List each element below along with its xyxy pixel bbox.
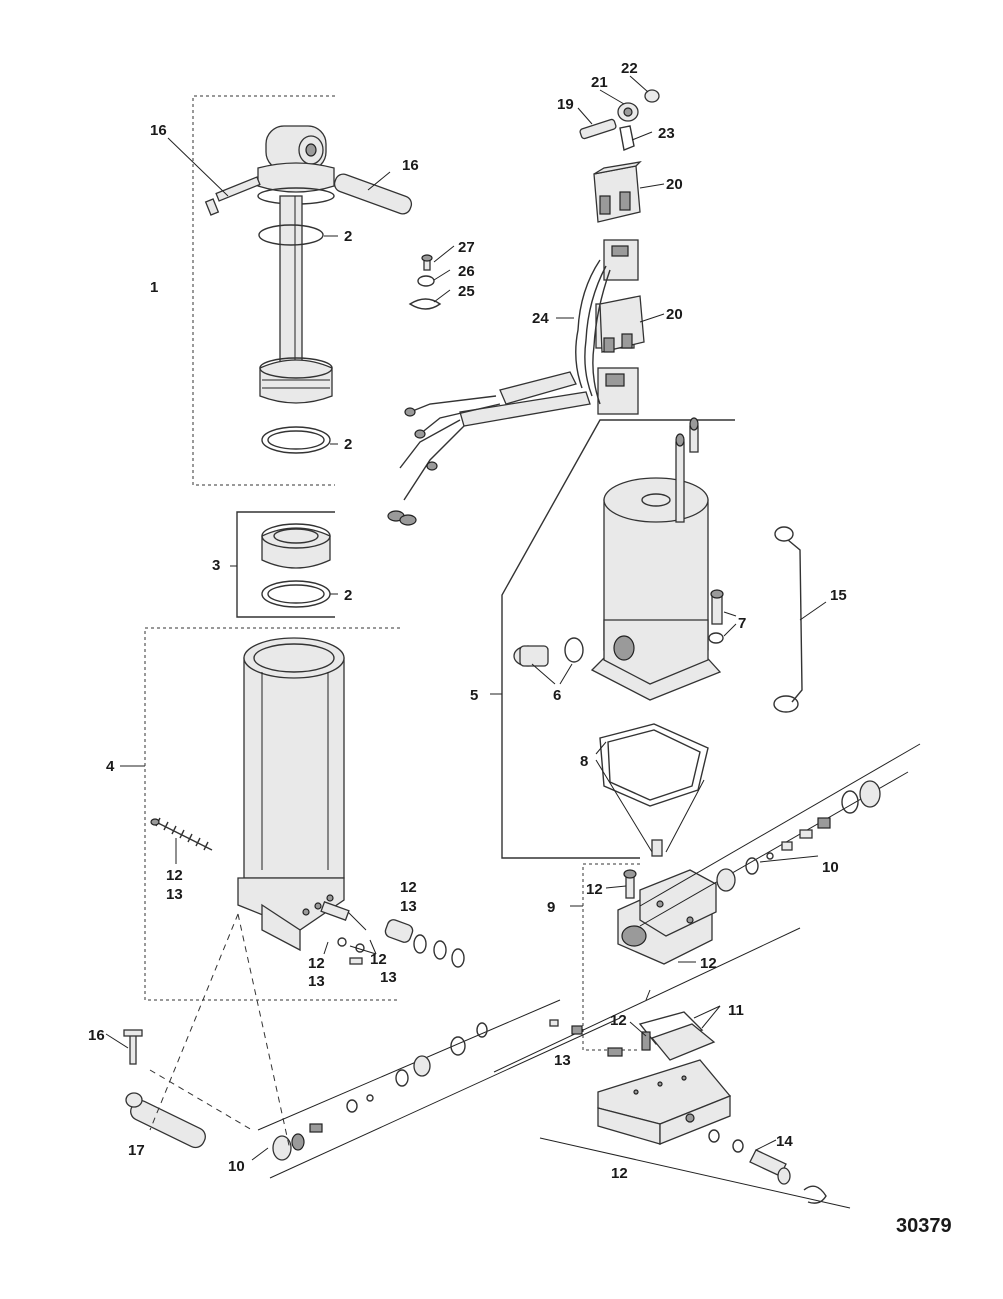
spool-valve-14 xyxy=(708,1129,827,1204)
callout-17: 17 xyxy=(128,1142,145,1159)
pin-16-top xyxy=(333,173,413,215)
callout-7: 7 xyxy=(738,615,746,632)
wire-harness-24 xyxy=(387,239,639,526)
spring-12-13-left xyxy=(150,817,213,851)
valve-parts-10-lower xyxy=(257,999,621,1179)
callout-10: 10 xyxy=(228,1158,245,1175)
callout-25: 25 xyxy=(458,283,475,300)
callout-6: 6 xyxy=(553,687,561,704)
group-4-bracket xyxy=(144,627,400,1001)
screw-washer-7 xyxy=(708,589,724,644)
cylinder-body-4 xyxy=(237,637,345,952)
ground-strap-15 xyxy=(773,526,803,713)
callout-labels: 16 16 2 1 2 3 2 4 12 13 12 13 12 13 12 1… xyxy=(88,60,952,1237)
callout-21: 21 xyxy=(591,74,608,91)
callout-13: 13 xyxy=(400,898,417,915)
alignment-lines xyxy=(149,913,291,1151)
callout-16: 16 xyxy=(150,122,167,139)
callout-24: 24 xyxy=(532,310,549,327)
callout-8: 8 xyxy=(580,753,588,770)
group-1-bracket xyxy=(192,95,335,486)
callout-23: 23 xyxy=(658,125,675,142)
callout-27: 27 xyxy=(458,239,475,256)
callout-16: 16 xyxy=(88,1027,105,1044)
callout-19: 19 xyxy=(557,96,574,113)
relay-20-top xyxy=(593,161,642,223)
screw-16-lower xyxy=(123,1029,143,1065)
callout-12: 12 xyxy=(611,1165,628,1182)
callout-5: 5 xyxy=(470,687,478,704)
callout-16: 16 xyxy=(402,157,419,174)
callout-1: 1 xyxy=(150,279,158,296)
callout-3: 3 xyxy=(212,557,220,574)
pump-motor-5 xyxy=(590,417,722,701)
valve-parts-10-upper xyxy=(639,743,921,927)
filter-plate-11 xyxy=(638,1011,716,1061)
callout-12: 12 xyxy=(586,881,603,898)
callout-12: 12 xyxy=(166,867,183,884)
o-ring-lower xyxy=(261,426,331,454)
o-ring-upper xyxy=(258,224,324,246)
relay-20-lower xyxy=(599,295,645,353)
group-3-bracket xyxy=(236,511,335,618)
callout-2: 2 xyxy=(344,228,352,245)
callout-15: 15 xyxy=(830,587,847,604)
trim-rod-assembly xyxy=(257,125,335,404)
callout-11: 11 xyxy=(728,1002,744,1019)
piston-3 xyxy=(261,523,331,608)
pivot-pin-17 xyxy=(125,1092,206,1149)
callout-12: 12 xyxy=(700,955,717,972)
group-5-bracket xyxy=(490,419,735,859)
callout-13: 13 xyxy=(308,973,325,990)
callout-12: 12 xyxy=(400,879,417,896)
callout-20: 20 xyxy=(666,306,683,323)
callout-4: 4 xyxy=(106,758,115,775)
callout-12: 12 xyxy=(370,951,387,968)
callout-10: 10 xyxy=(822,859,839,876)
callout-2: 2 xyxy=(344,436,352,453)
callout-14: 14 xyxy=(776,1133,793,1150)
screw-nut-19-21-22-23 xyxy=(579,89,660,151)
callout-13: 13 xyxy=(554,1052,571,1069)
callout-12: 12 xyxy=(308,955,325,972)
screw-washer-clamp-25-27 xyxy=(408,254,442,310)
callout-13: 13 xyxy=(380,969,397,986)
figure-number: 30379 xyxy=(896,1215,952,1237)
callout-12: 12 xyxy=(610,1012,627,1029)
pump-body-9 xyxy=(617,869,717,965)
manifold-block-12 xyxy=(493,927,851,1209)
valve-parts-4-right xyxy=(320,901,465,968)
callout-9: 9 xyxy=(547,899,555,916)
callout-22: 22 xyxy=(621,60,638,77)
callout-26: 26 xyxy=(458,263,475,280)
small-parts-13 xyxy=(549,1019,623,1057)
callout-13: 13 xyxy=(166,886,183,903)
fitting-6 xyxy=(513,637,584,667)
leader-lines xyxy=(105,75,827,1161)
gasket-8 xyxy=(595,723,709,857)
callout-20: 20 xyxy=(666,176,683,193)
callout-2: 2 xyxy=(344,587,352,604)
